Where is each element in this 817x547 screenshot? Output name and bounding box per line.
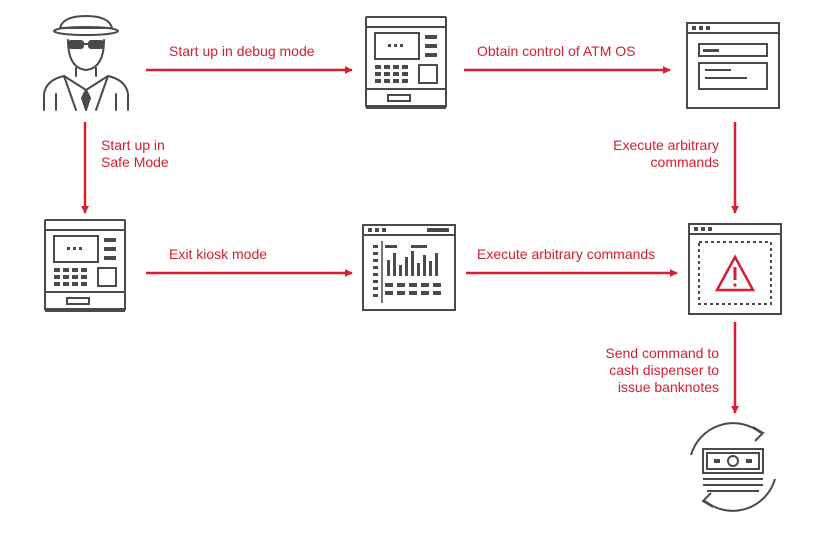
window-icon — [686, 22, 780, 109]
warning-window-icon — [688, 223, 782, 315]
label-exec-bottom: Execute arbitrary commands — [477, 246, 656, 262]
label-debug-mode: Start up in debug mode — [169, 43, 315, 59]
arrows — [81, 66, 739, 414]
label-exec-right-line-2: commands — [650, 154, 719, 170]
label-send-command: Send command to cash dispenser to issue … — [605, 345, 719, 396]
spy-icon — [43, 15, 129, 111]
label-safe-mode-line-1: Start up in — [101, 137, 165, 153]
dashboard-window-icon — [362, 224, 456, 311]
atm-icon — [365, 16, 447, 109]
label-exit-kiosk: Exit kiosk mode — [169, 246, 268, 262]
label-send-command-line-2: cash dispenser to — [609, 362, 719, 378]
label-control-os: Obtain control of ATM OS — [477, 43, 636, 59]
label-exec-right: Execute arbitrary commands — [613, 137, 719, 171]
label-exec-right-line-1: Execute arbitrary — [613, 137, 719, 153]
atm-icon — [44, 219, 126, 312]
cash-cycle-icon — [690, 422, 776, 512]
label-send-command-line-1: Send command to — [605, 345, 719, 361]
label-safe-mode: Start up in Safe Mode — [101, 137, 169, 171]
label-safe-mode-line-2: Safe Mode — [101, 154, 169, 170]
label-send-command-line-3: issue banknotes — [617, 379, 719, 395]
